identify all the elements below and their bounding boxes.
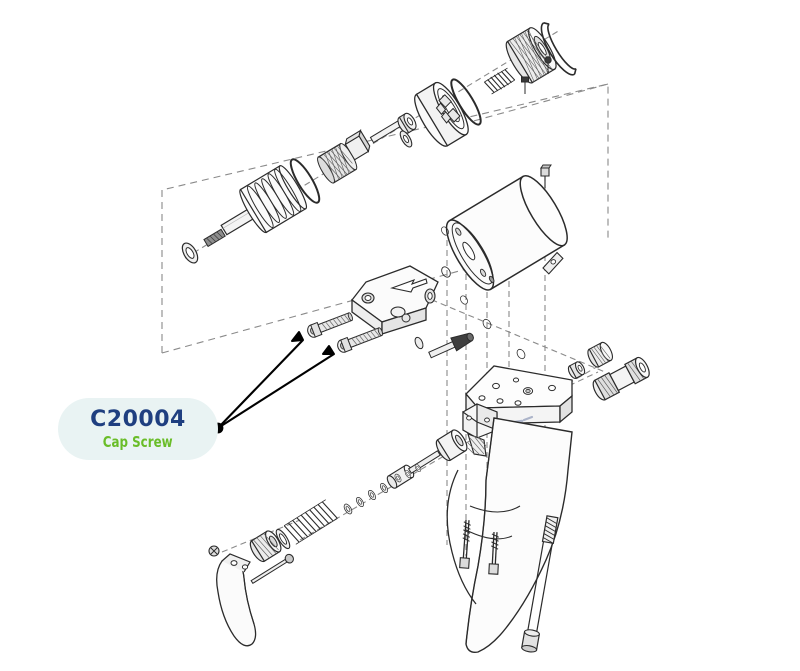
handle-body-grip	[446, 365, 573, 654]
part-callout-badge[interactable]: C20004 Cap Screw	[58, 398, 218, 460]
trigger-bracket-linkage	[351, 225, 527, 361]
trigger-lever	[216, 553, 257, 647]
motor-housing	[445, 164, 568, 291]
air-inlet-fittings	[567, 341, 650, 401]
tie-rod-assembly	[459, 515, 559, 653]
valve-tip-shaft	[414, 332, 474, 359]
valve-train-assembly	[208, 429, 468, 647]
rotor-endcap-assembly	[399, 22, 577, 148]
cap-screw-part-2	[335, 324, 385, 355]
part-name-label: Cap Screw	[103, 432, 173, 451]
callout-leader-arrows	[212, 331, 335, 434]
part-number-label: C20004	[90, 406, 186, 432]
cap-screw-part-1	[305, 309, 355, 340]
anvil-spindle-assembly	[181, 112, 417, 264]
